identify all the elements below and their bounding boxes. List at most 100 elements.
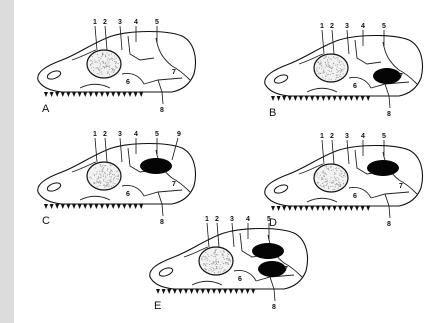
orbit-stipple-dot [208,270,209,271]
orbit-stipple-dot [344,175,345,176]
orbit-stipple-dot [100,165,101,166]
orbit-stipple-dot [95,61,96,62]
orbit-stipple-dot [116,178,117,179]
orbit-stipple-dot [94,174,95,175]
orbit-stipple-dot [114,55,115,56]
orbit-stipple-dot [318,182,319,183]
tooth [316,96,320,101]
upper-temporal-fenestra [367,160,399,176]
orbit-stipple-dot [341,176,342,177]
tooth [100,92,104,97]
bone-label-7: 7 [399,73,403,80]
orbit-stipple-dot [110,179,111,180]
orbit-stipple-dot [111,181,112,182]
tooth [78,204,82,209]
orbit-stipple-dot [109,180,110,181]
orbit-stipple-dot [328,62,329,63]
bone-label-7: 7 [399,183,403,190]
orbit-stipple-dot [96,174,97,175]
orbit-stipple-dot [344,68,345,69]
orbit-stipple-dot [89,177,90,178]
orbit-stipple-dot [105,55,106,56]
bone-label-6: 6 [353,83,357,90]
orbit-stipple-dot [338,168,339,169]
orbit-stipple-dot [338,58,339,59]
orbit-stipple-dot [328,187,329,188]
tooth [122,204,126,209]
orbit-stipple-dot [92,56,93,57]
orbit-stipple-dot [223,254,224,255]
orbit-stipple-dot [105,173,106,174]
orbit-stipple-dot [216,268,217,269]
orbit-stipple-dot [335,184,336,185]
orbit-stipple-dot [343,73,344,74]
orbit-stipple-dot [97,73,98,74]
orbit-stipple-dot [325,172,326,173]
orbit-stipple-dot [338,71,339,72]
orbit-stipple-dot [330,74,331,75]
bone-label-4: 4 [134,131,138,138]
nostril [273,183,289,194]
upper-temporal-fenestra [140,158,172,174]
orbit-stipple-dot [320,185,321,186]
orbit-stipple-dot [334,172,335,173]
orbit-stipple-dot [99,66,100,67]
orbit-stipple-dot [345,176,346,177]
orbit-stipple-dot [107,174,108,175]
orbit-stipple-dot [109,185,110,186]
tooth [61,92,65,97]
orbit-stipple-dot [111,170,112,171]
orbit-stipple-dot [223,250,224,251]
orbit-stipple-dot [340,74,341,75]
orbit-stipple-dot [328,186,329,187]
orbit-stipple-dot [337,188,338,189]
orbit-stipple-dot [201,258,202,259]
label-leader-line [95,26,97,50]
orbit-stipple-dot [228,260,229,261]
orbit-stipple-dot [115,176,116,177]
orbit-stipple-dot [327,74,328,75]
orbit-stipple-dot [97,172,98,173]
orbit-stipple-dot [206,257,207,258]
nostril [46,69,62,80]
orbit-stipple-dot [318,72,319,73]
tooth [184,289,188,294]
orbit-stipple-dot [226,258,227,259]
orbit-stipple-dot [335,180,336,181]
label-leader-line [322,30,324,54]
tooth [349,96,353,101]
bone-label-2: 2 [103,131,107,138]
orbit-stipple-dot [340,64,341,65]
orbit-stipple-dot [202,259,203,260]
orbit-stipple-dot [222,267,223,268]
orbit-stipple-dot [109,172,110,173]
orbit-stipple-dot [107,53,108,54]
orbit-stipple-dot [337,72,338,73]
orbit-stipple-dot [339,76,340,77]
skull-diagram-figure: 12345678A12345678B123459678C12345678D123… [14,0,430,323]
orbit-stipple-dot [98,68,99,69]
orbit-stipple-dot [93,70,94,71]
orbit-stipple-dot [332,186,333,187]
orbit-stipple-dot [107,66,108,67]
orbit-stipple-dot [331,182,332,183]
orbit-stipple-dot [107,59,108,60]
orbit-stipple-dot [217,254,218,255]
bone-suture [307,198,337,202]
orbit-stipple-dot [220,264,221,265]
bone-suture [80,84,110,88]
orbit-stipple-dot [333,180,334,181]
skull-diagram-canvas: 12345678A12345678B123459678C12345678D123… [14,0,430,323]
tooth [361,96,365,101]
orbit-stipple-dot [325,179,326,180]
orbit-stipple-dot [102,55,103,56]
orbit-stipple-dot [339,62,340,63]
panel-letter-c: C [42,215,50,227]
bone-label-5: 5 [267,216,271,223]
orbit-stipple-dot [215,264,216,265]
bone-suture [270,277,274,289]
tooth [111,204,115,209]
bone-suture [144,190,182,196]
bone-suture [385,84,389,96]
orbit-stipple-dot [101,171,102,172]
